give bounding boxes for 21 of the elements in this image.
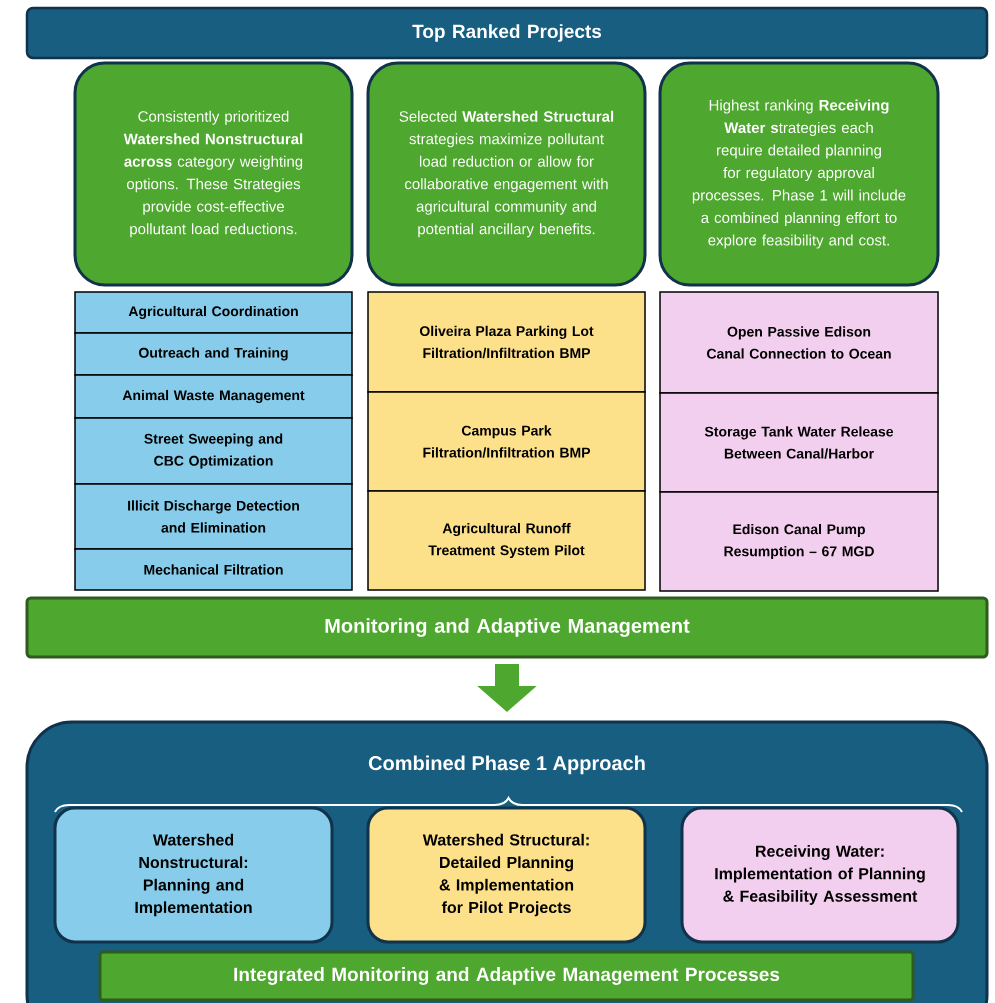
description-box: Consistently prioritized Watershed Nonstructural across category weighting options. These Strategies provide cost-effective pollutant load reductions. bbox=[73, 61, 354, 287]
approach-box: Receiving Water: Implementation of Planning & Feasibility Assessment bbox=[680, 806, 960, 944]
strategy-cell: Edison Canal Pump Resumption – 67 MGD bbox=[659, 491, 939, 592]
strategy-cell: Agricultural Runoff Treatment System Pilot bbox=[367, 490, 646, 591]
description-box: Highest ranking Receiving Water strategies each require detailed planning for regulatory approval processes. Phase 1 will include a combined planning effort to explore feasibility and cost. bbox=[658, 61, 940, 287]
strategy-cell: Outreach and Training bbox=[74, 332, 353, 376]
approach-box: Watershed Nonstructural: Planning and Implementation bbox=[53, 806, 334, 944]
strategy-cell: Illicit Discharge Detection and Elimination bbox=[74, 483, 353, 550]
strategy-cell: Street Sweeping and CBC Optimization bbox=[74, 417, 353, 485]
strategy-cell: Campus Park Filtration/Infiltration BMP bbox=[367, 391, 646, 492]
strategy-cell: Open Passive Edison Canal Connection to Ocean bbox=[659, 291, 939, 394]
strategy-cell: Agricultural Coordination bbox=[74, 291, 353, 334]
strategy-cell: Storage Tank Water Release Between Canal/Harbor bbox=[659, 392, 939, 493]
process-bar: Monitoring and Adaptive Management bbox=[25, 596, 989, 659]
strategy-cell: Mechanical Filtration bbox=[74, 548, 353, 591]
header-banner: Top Ranked Projects bbox=[25, 6, 989, 60]
description-box: Selected Watershed Structural strategies maximize pollutant load reduction or allow for collaborative engagement with agricultural community and potential ancillary benefits. bbox=[366, 61, 647, 287]
process-bar: Integrated Monitoring and Adaptive Management Processes bbox=[98, 950, 915, 1002]
approach-box: Watershed Structural: Detailed Planning & Implementation for Pilot Projects bbox=[366, 806, 647, 944]
strategy-cell: Oliveira Plaza Parking Lot Filtration/Infiltration BMP bbox=[367, 291, 646, 393]
strategy-cell: Animal Waste Management bbox=[74, 374, 353, 419]
